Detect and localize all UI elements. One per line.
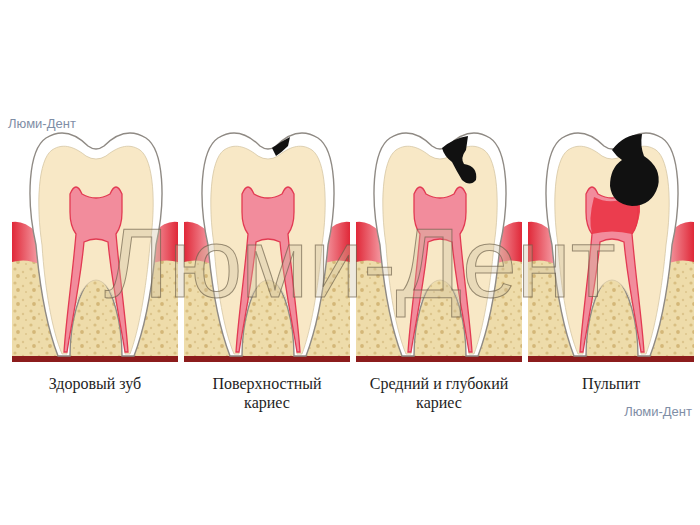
watermark: Люми-Дент	[90, 214, 630, 312]
watermark: Люми-Дент	[560, 404, 692, 420]
watermark: Люми-Дент	[8, 116, 138, 132]
caption: Средний и глубокий кариес	[364, 374, 514, 412]
caption: Здоровый зуб	[12, 374, 178, 393]
caption: Поверхностный кариес	[197, 374, 337, 412]
caries-spot	[272, 137, 290, 156]
caries-cavity	[610, 134, 659, 206]
caries-cavity	[442, 136, 476, 184]
caption: Пульпит	[528, 374, 694, 393]
